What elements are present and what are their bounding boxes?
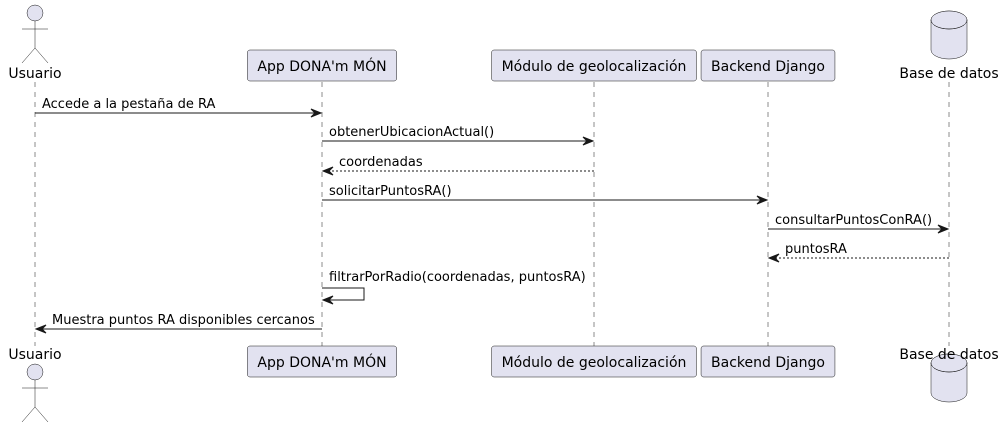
message-label: obtenerUbicacionActual() [329,125,494,140]
participant-box [247,49,397,82]
message-4: solicitarPuntosRA() [322,184,769,205]
stick-figure-icon [21,4,49,64]
participant-usuario-top: Usuario [8,4,62,82]
participant-label: Base de datos [899,66,998,82]
participant-backend-bottom: Backend Django [700,345,836,378]
arrowhead-icon [756,195,769,205]
participant-label: Backend Django [711,355,825,371]
arrowhead-icon [34,324,47,334]
cylinder-icon [930,10,968,60]
participant-backend-top: Backend Django [700,49,836,82]
participant-label: Usuario [8,347,61,363]
participant-box [491,345,697,378]
arrowhead-icon [582,136,595,146]
message-label: solicitarPuntosRA() [329,184,452,199]
participant-box [700,49,836,82]
participant-geo-top: Módulo de geolocalización [491,49,697,82]
cylinder-icon [930,353,968,403]
participant-label: App DONA'm MÓN [257,57,386,75]
participant-label: Módulo de geolocalización [502,355,687,371]
message-label: filtrarPorRadio(coordenadas, puntosRA) [329,270,586,285]
message-7: filtrarPorRadio(coordenadas, puntosRA) [321,270,586,305]
participant-label: Módulo de geolocalización [502,59,687,75]
message-5: consultarPuntosConRA() [768,213,950,234]
message-label: puntosRA [785,242,847,257]
participant-box [491,49,697,82]
message-label: Muestra puntos RA disponibles cercanos [52,313,315,328]
participant-box [700,345,836,378]
message-line [322,287,365,301]
participant-geo-bottom: Módulo de geolocalización [491,345,697,378]
participant-usuario-bottom: Usuario [8,347,62,423]
message-6: puntosRA [767,242,949,263]
messages: Accede a la pestaña de RA obtenerUbicacio… [34,97,950,334]
arrowhead-icon [321,166,334,176]
participant-label: Usuario [8,66,61,82]
message-1: Accede a la pestaña de RA [35,97,323,118]
arrowhead-icon [937,224,950,234]
message-3: coordenadas [321,155,594,176]
message-label: Accede a la pestaña de RA [42,97,215,112]
participant-app-bottom: App DONA'm MÓN [247,345,397,378]
participant-app-top: App DONA'm MÓN [247,49,397,82]
participant-box [247,345,397,378]
participant-db-top: Base de datos [899,10,999,82]
participant-db-bottom: Base de datos [899,347,999,403]
message-label: consultarPuntosConRA() [775,213,932,228]
message-8: Muestra puntos RA disponibles cercanos [34,313,322,334]
message-2: obtenerUbicacionActual() [322,125,595,146]
arrowhead-icon [321,295,334,305]
participant-label: Backend Django [711,59,825,75]
arrowhead-icon [767,253,780,263]
message-label: coordenadas [339,155,423,170]
participant-label: Base de datos [899,347,998,363]
participant-label: App DONA'm MÓN [257,353,386,371]
lifelines [34,82,950,346]
stick-figure-icon [21,363,49,423]
arrowhead-icon [310,108,323,118]
